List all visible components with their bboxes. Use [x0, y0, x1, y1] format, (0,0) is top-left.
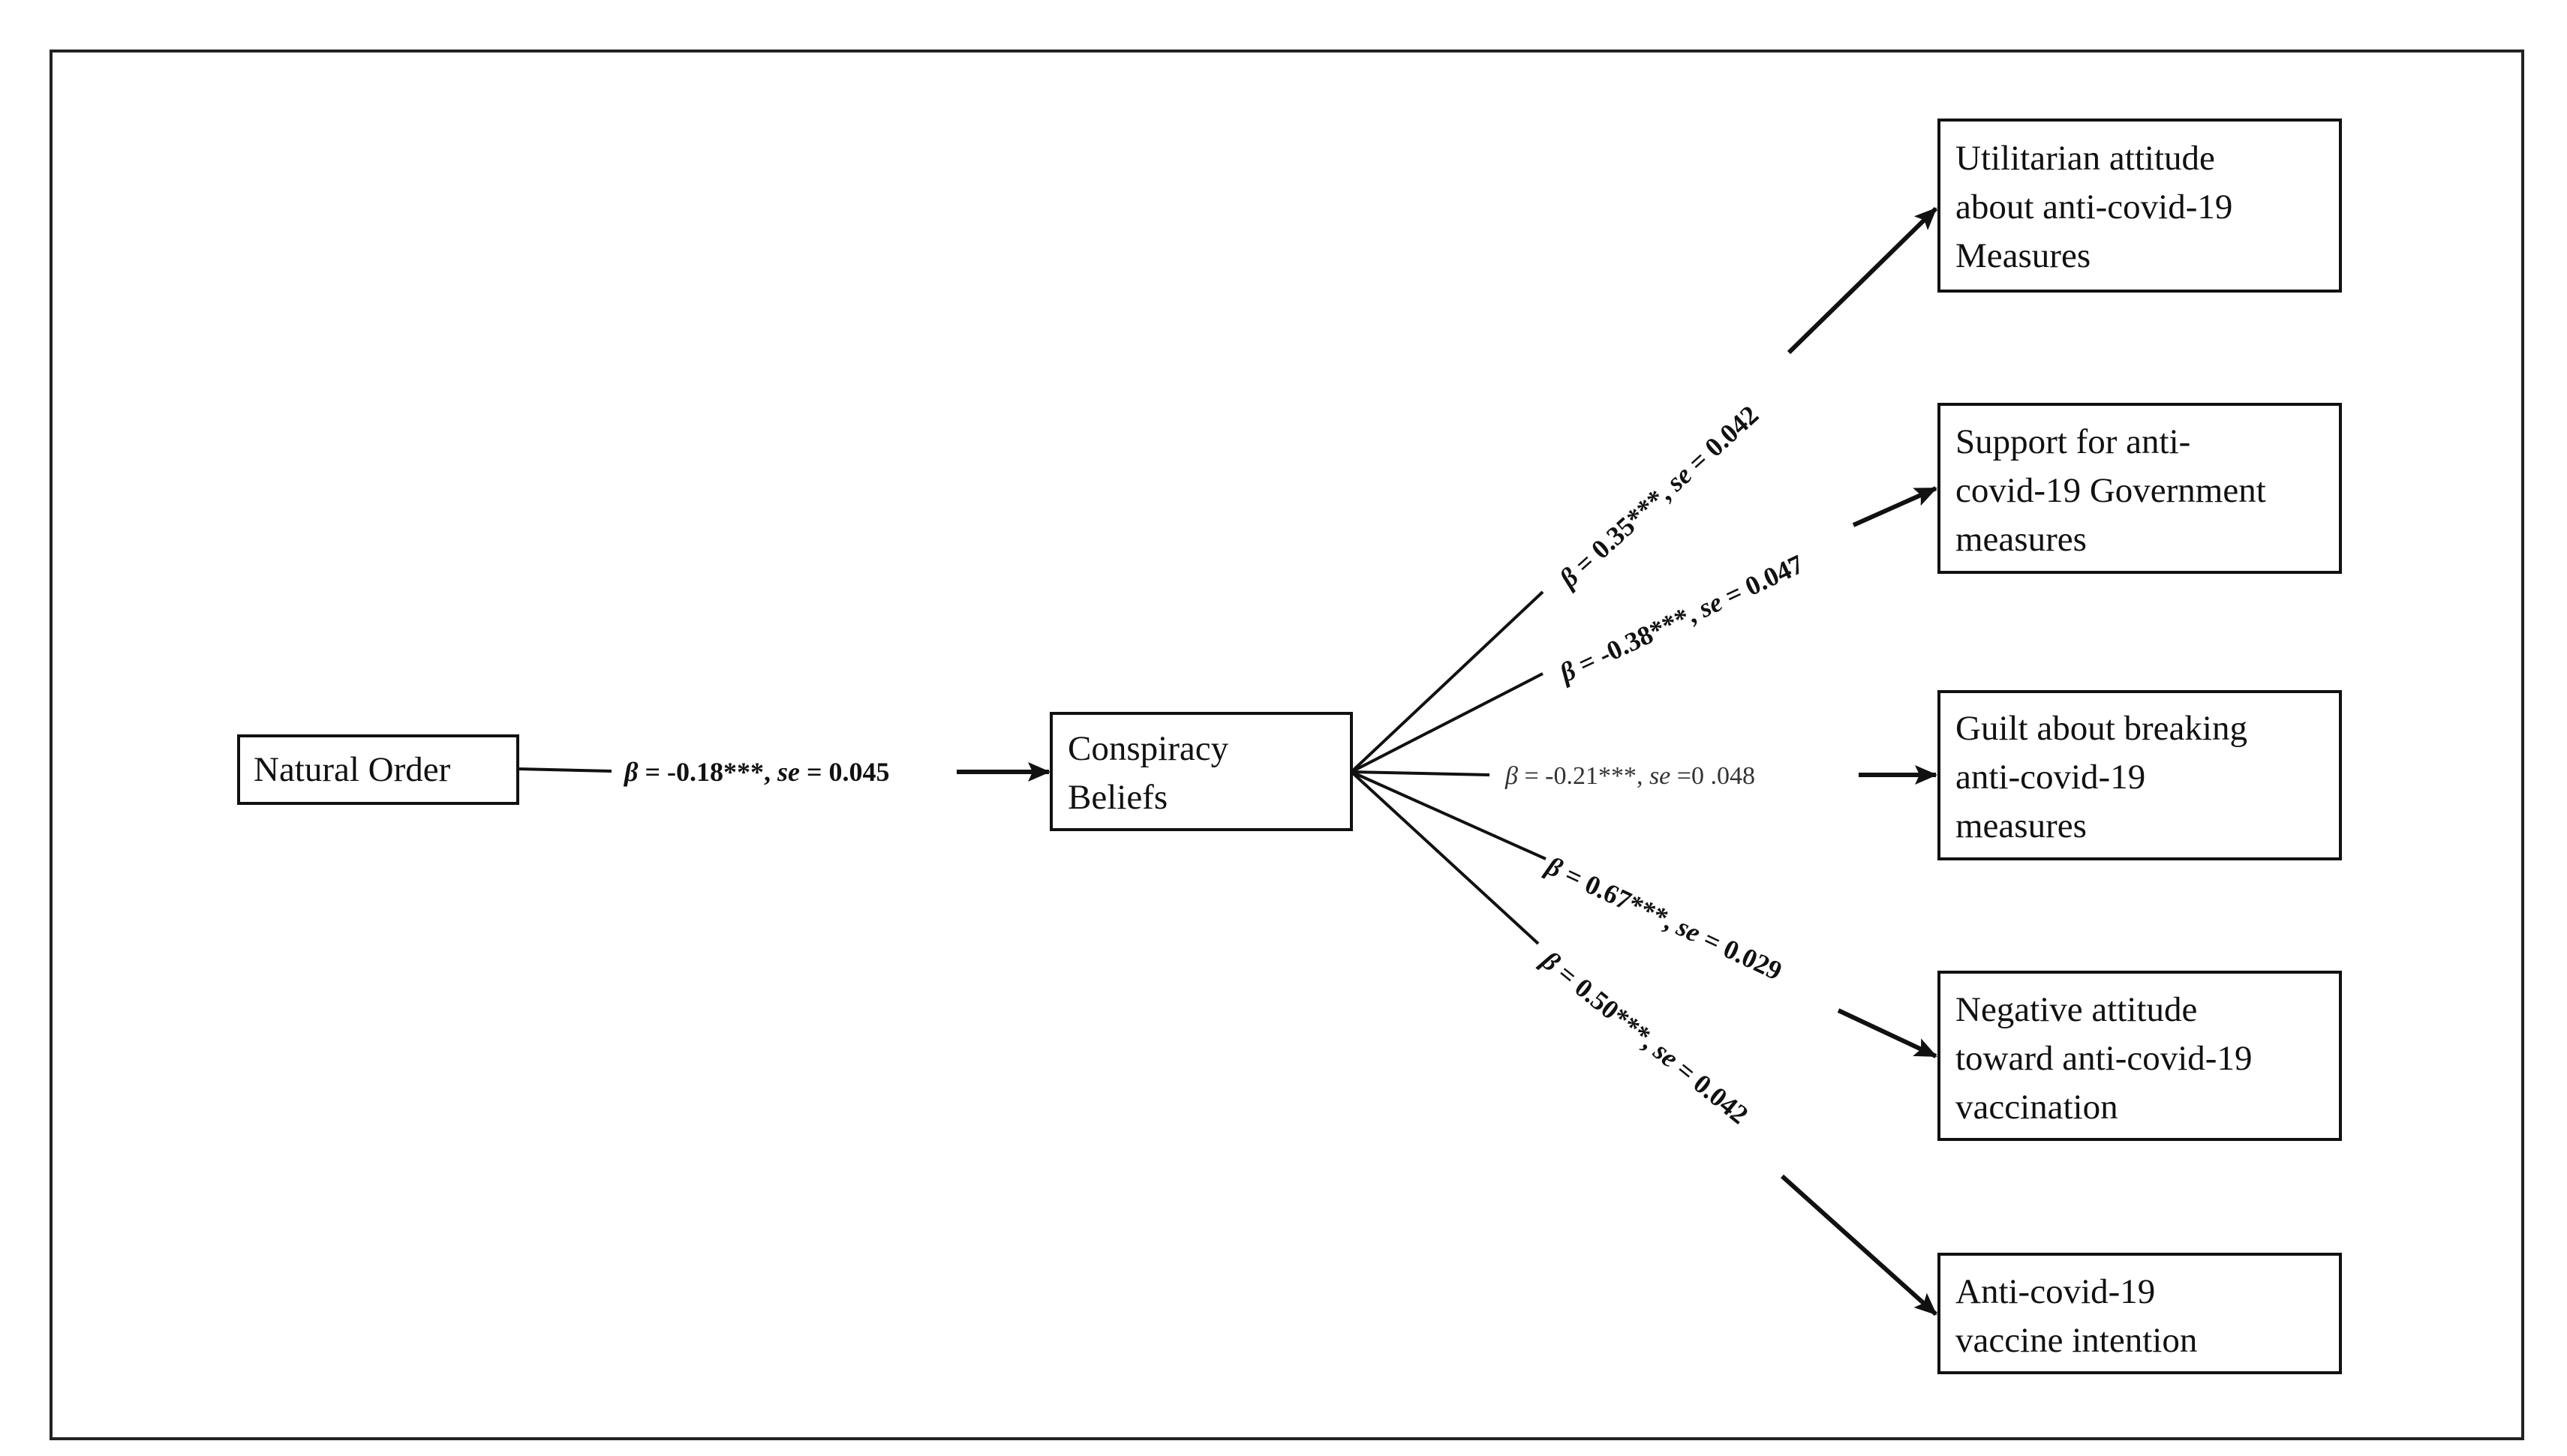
support-label-line2: covid-19 Government [1955, 471, 2266, 510]
support-label-line3: measures [1955, 520, 2087, 559]
negative-box [1937, 971, 2342, 1141]
path-line-support-part1 [1351, 672, 1544, 773]
negative-label-line2: toward anti-covid-19 [1955, 1039, 2252, 1078]
guilt-label-line1: Guilt about breaking [1955, 709, 2247, 748]
se-value: 0.047 [1740, 549, 1808, 602]
coef-text-intention: β = 0.50***, se = 0.042 [1534, 944, 1754, 1130]
outer-frame [50, 50, 2524, 1440]
path-natural-to-conspiracy [517, 762, 1051, 782]
equals-sign: = [800, 757, 829, 787]
utilitarian-label-line1: Utilitarian attitude [1955, 139, 2215, 178]
path-to-guilt [1351, 765, 1937, 785]
utilitarian-label-line2: about anti-covid-19 [1955, 188, 2232, 227]
intention-label-line2: vaccine intention [1955, 1321, 2197, 1360]
path-arrow-support [1852, 486, 1937, 527]
beta-value: 0.35*** [1586, 484, 1671, 565]
support-label-line1: Support for anti- [1955, 422, 2190, 461]
guilt-label-line3: measures [1955, 806, 2087, 845]
path-line-guilt-part1 [1351, 770, 1490, 776]
coef-label-utilitarian: β = 0.35***, se = 0.042 [1553, 400, 1764, 595]
node-conspiracy-beliefs: Conspiracy Beliefs [1050, 712, 1353, 831]
node-utilitarian-attitude: Utilitarian attitude about anti-covid-19… [1937, 119, 2342, 293]
beta-value: 0.50*** [1569, 972, 1656, 1051]
support-box [1937, 403, 2342, 574]
se-symbol: se [1649, 762, 1670, 790]
se-value: 0.029 [1719, 933, 1787, 986]
intention-label-line1: Anti-covid-19 [1955, 1272, 2155, 1311]
negative-label-line3: vaccination [1955, 1088, 2118, 1127]
beta-value: 0.67*** [1580, 869, 1673, 933]
se-value: 0 .048 [1691, 762, 1755, 790]
beta-value: -0.38*** [1594, 602, 1694, 670]
path-arrow-intention [1780, 1174, 1938, 1316]
beta-symbol: β [1504, 762, 1518, 790]
path-line-natural-part1 [517, 767, 612, 773]
se-value: 0.045 [828, 757, 889, 787]
conspiracy-beliefs-box [1050, 712, 1353, 831]
path-to-support [1351, 486, 1937, 773]
beta-symbol: β [623, 757, 639, 787]
equals-sign: = [1518, 762, 1545, 790]
path-arrow-utilitarian [1787, 206, 1938, 355]
coef-label-intention: β = 0.50***, se = 0.042 [1534, 944, 1754, 1130]
beta-value: -0.18*** [667, 757, 764, 787]
equals-sign: = [638, 757, 667, 787]
beta-value: -0.21*** [1545, 762, 1637, 790]
coef-text-guilt: β = -0.21***, se =0 .048 [1504, 762, 1755, 790]
coef-text-natural: β = -0.18***, se = 0.045 [623, 757, 889, 787]
conspiracy-beliefs-label-line1: Conspiracy [1068, 729, 1229, 768]
path-line-negative-part1 [1351, 770, 1547, 860]
path-line-utilitarian-part1 [1350, 590, 1544, 773]
guilt-label-line2: anti-covid-19 [1955, 758, 2145, 797]
se-symbol: se [777, 757, 800, 787]
node-natural-order: Natural Order [237, 734, 519, 805]
utilitarian-label-line3: Measures [1955, 236, 2091, 275]
coef-label-guilt: β = -0.21***, se =0 .048 [1504, 762, 1755, 790]
natural-order-box [237, 734, 519, 805]
guilt-box [1937, 690, 2342, 860]
node-negative-attitude: Negative attitude toward anti-covid-19 v… [1937, 971, 2342, 1141]
path-to-intention [1350, 770, 1938, 1316]
node-support-government: Support for anti- covid-19 Government me… [1937, 403, 2342, 574]
coef-label-natural: β = -0.18***, se = 0.045 [623, 757, 889, 787]
utilitarian-box [1937, 119, 2342, 293]
intention-box [1937, 1253, 2342, 1374]
equals-sign: = [1670, 762, 1691, 790]
path-to-utilitarian [1350, 206, 1938, 773]
separator: , [764, 757, 777, 787]
natural-order-label: Natural Order [254, 750, 451, 789]
path-arrow-negative [1837, 1008, 1937, 1058]
coef-text-utilitarian: β = 0.35***, se = 0.042 [1553, 400, 1764, 595]
node-vaccine-intention: Anti-covid-19 vaccine intention [1937, 1253, 2342, 1374]
node-guilt: Guilt about breaking anti-covid-19 measu… [1937, 690, 2342, 860]
separator: , [1637, 762, 1649, 790]
path-line-intention-part1 [1350, 770, 1540, 945]
conspiracy-beliefs-label-line2: Beliefs [1068, 778, 1168, 817]
negative-label-line1: Negative attitude [1955, 990, 2197, 1029]
path-to-negative [1351, 770, 1937, 1058]
